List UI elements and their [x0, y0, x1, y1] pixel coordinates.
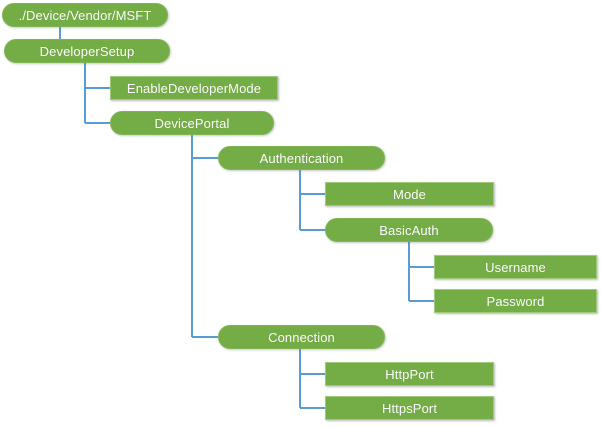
tree-node-authentication[interactable]: Authentication: [218, 146, 385, 170]
tree-node-httpsport[interactable]: HttpsPort: [325, 396, 494, 420]
tree-node-connection[interactable]: Connection: [218, 325, 385, 349]
tree-node-username[interactable]: Username: [434, 255, 597, 279]
tree-node-label: DevicePortal: [154, 115, 230, 131]
tree-node-developersetup[interactable]: DeveloperSetup: [4, 39, 170, 63]
tree-node-password[interactable]: Password: [434, 289, 597, 313]
tree-node-label: Mode: [393, 186, 426, 202]
tree-node-label: Password: [486, 293, 545, 309]
tree-node-label: DeveloperSetup: [39, 43, 135, 59]
tree-node-label: HttpPort: [385, 366, 434, 382]
tree-node-enabledevelopermode[interactable]: EnableDeveloperMode: [110, 76, 278, 100]
tree-node-basicauth[interactable]: BasicAuth: [325, 218, 493, 242]
tree-node-mode[interactable]: Mode: [325, 182, 494, 206]
tree-node-label: BasicAuth: [379, 222, 439, 238]
tree-node-label: HttpsPort: [381, 400, 438, 416]
tree-node-root[interactable]: ./Device/Vendor/MSFT: [2, 3, 168, 27]
tree-node-label: Authentication: [259, 150, 344, 166]
tree-node-httpport[interactable]: HttpPort: [325, 362, 494, 386]
tree-node-label: Connection: [268, 329, 335, 345]
tree-node-label: Username: [485, 259, 546, 275]
tree-node-label: ./Device/Vendor/MSFT: [18, 7, 152, 23]
tree-node-label: EnableDeveloperMode: [126, 80, 262, 96]
tree-node-deviceportal[interactable]: DevicePortal: [110, 111, 274, 135]
